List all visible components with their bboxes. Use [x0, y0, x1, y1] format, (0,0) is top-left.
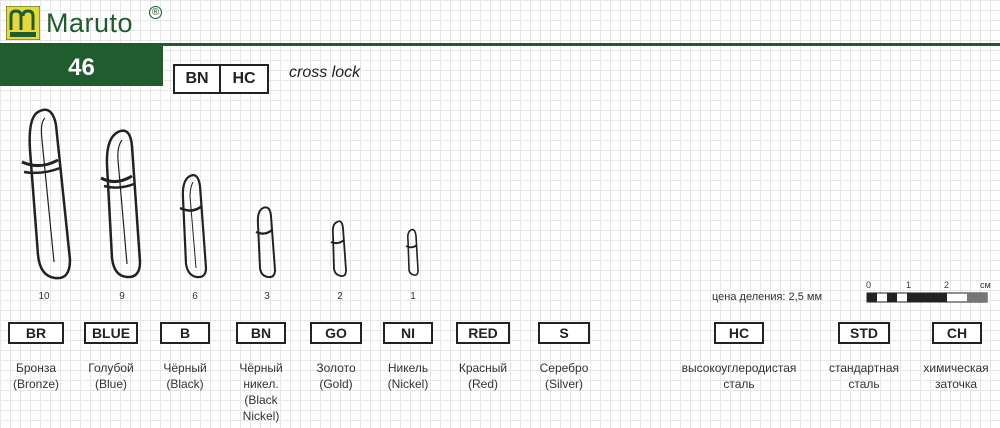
color-code-s: S: [538, 322, 590, 344]
snap-size-label: 1: [410, 291, 416, 302]
material-code-std: STD: [838, 322, 890, 344]
material-desc: высокоуглеродистая сталь: [681, 361, 797, 391]
model-number: 46: [68, 54, 95, 81]
snap-size-label: 10: [38, 291, 50, 302]
snap-size-10-icon: [21, 108, 72, 280]
color-code-br: BR: [8, 322, 64, 344]
construction-codes: BN HC: [173, 64, 269, 94]
color-code-blue: BLUE: [84, 322, 138, 344]
color-desc: Голубой (Blue): [88, 361, 134, 391]
color-desc: Чёрный никел. (Black Nickel): [239, 361, 283, 423]
material-desc: химическая заточка: [923, 361, 989, 391]
snap-size-1-icon: [405, 228, 419, 276]
material-desc: стандартная сталь: [828, 361, 900, 391]
color-desc: Чёрный (Black): [163, 361, 207, 391]
color-desc: Никель (Nickel): [387, 361, 429, 391]
color-code-ni: NI: [383, 322, 433, 344]
maruto-logo-icon: [6, 6, 40, 40]
product-subtitle: cross lock: [289, 64, 361, 81]
color-code-red: RED: [456, 322, 510, 344]
color-code-go: GO: [310, 322, 362, 344]
brand-name: Maruto: [46, 8, 134, 38]
snap-size-label: 6: [192, 291, 198, 302]
scale-tick: 2: [944, 280, 950, 290]
model-band: [0, 46, 163, 86]
code-bn: BN: [173, 64, 221, 94]
snap-size-3-icon: [255, 206, 277, 279]
color-code-b: B: [160, 322, 210, 344]
registered-mark: ®: [149, 6, 162, 19]
snap-size-label: 9: [119, 291, 125, 302]
snap-size-2-icon: [330, 220, 347, 278]
scale-tick: см: [980, 280, 991, 290]
scale-label: цена деления: 2,5 мм: [712, 291, 823, 303]
header-divider: [0, 43, 1000, 46]
snap-size-6-icon: [179, 174, 208, 279]
material-code-hc: HC: [714, 322, 764, 344]
snap-size-label: 3: [264, 291, 270, 302]
color-code-bn: BN: [236, 322, 286, 344]
code-hc: HC: [221, 64, 269, 94]
snap-size-9-icon: [100, 129, 142, 279]
color-desc: Красный (Red): [458, 361, 508, 391]
snap-size-label: 2: [337, 291, 343, 302]
color-desc: Золото (Gold): [316, 361, 356, 391]
material-code-ch: CH: [932, 322, 982, 344]
scale-tick: 1: [906, 280, 912, 290]
color-desc: Серебро (Silver): [539, 361, 589, 391]
scale-tick: 0: [866, 280, 872, 290]
color-desc: Бронза (Bronze): [12, 361, 59, 391]
scale-ruler-icon: [866, 292, 988, 303]
